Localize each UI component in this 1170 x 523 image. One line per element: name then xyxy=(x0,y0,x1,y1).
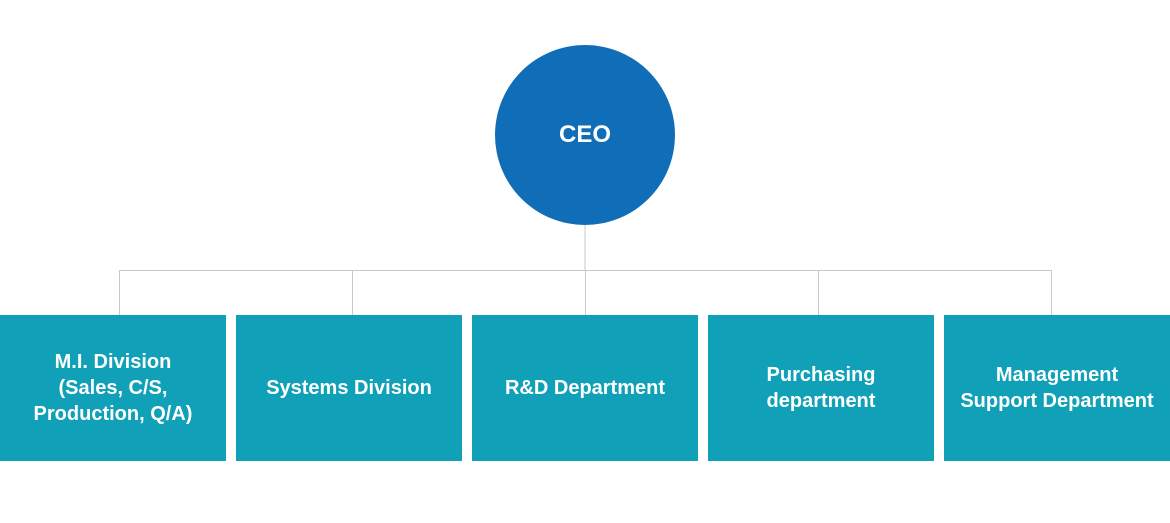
ceo-label: CEO xyxy=(558,121,611,148)
department-mi-division: M.I. Division (Sales, C/S, Production, Q… xyxy=(0,315,226,461)
department-label: Systems Division xyxy=(266,377,432,399)
department-label: R&D Department xyxy=(504,377,666,399)
department-label: Management Support Department xyxy=(960,364,1154,412)
ceo-node: CEO xyxy=(495,45,675,225)
department-label: Purchasing department xyxy=(766,364,876,412)
department-systems-division: Systems Division xyxy=(236,315,462,461)
department-rnd: R&D Department xyxy=(472,315,698,461)
department-purchasing: Purchasing department xyxy=(708,315,934,461)
department-management-support: Management Support Department xyxy=(944,315,1170,461)
department-label: M.I. Division (Sales, C/S, Production, Q… xyxy=(33,351,193,425)
